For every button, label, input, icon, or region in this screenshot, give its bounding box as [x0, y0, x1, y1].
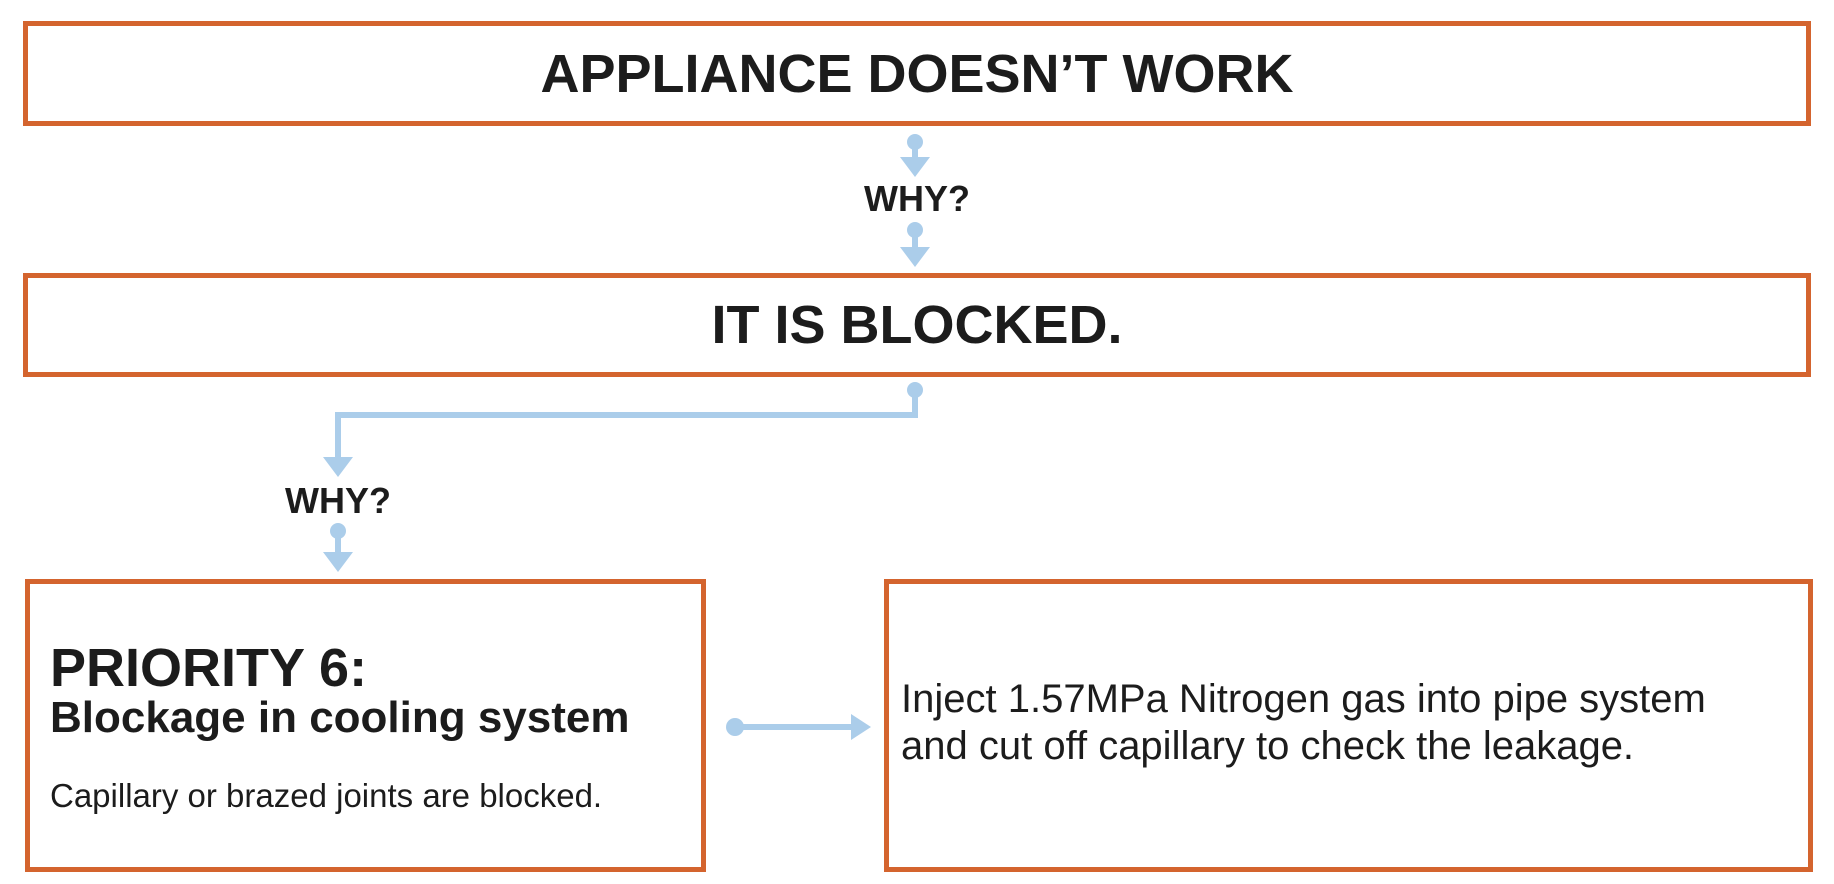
connector-dot-3 [330, 523, 346, 539]
connector-stem-2 [912, 233, 918, 249]
action-text-line-1: Inject 1.57MPa Nitrogen gas into pipe sy… [901, 676, 1706, 721]
action-box: Inject 1.57MPa Nitrogen gas into pipe sy… [884, 579, 1813, 872]
arrowhead-down-icon [900, 157, 930, 177]
cause-box-label: IT IS BLOCKED. [711, 295, 1123, 355]
priority-title: PRIORITY 6: [50, 638, 368, 698]
elbow-vertical-line [335, 412, 341, 458]
why-label-2: WHY? [285, 480, 391, 521]
problem-box-label: APPLIANCE DOESN’T WORK [540, 43, 1294, 104]
priority-note: Capillary or brazed joints are blocked. [50, 777, 603, 814]
elbow-stem [912, 392, 918, 418]
problem-box: APPLIANCE DOESN’T WORK [23, 21, 1811, 126]
cause-box: IT IS BLOCKED. [23, 273, 1811, 377]
elbow-dot [907, 382, 923, 398]
connector-dot-1 [907, 134, 923, 150]
connector-stem-3 [335, 534, 341, 554]
horizontal-connector-line [734, 724, 852, 730]
why-label-1: WHY? [864, 178, 970, 219]
connector-stem-1 [912, 145, 918, 159]
arrowhead-down-icon [900, 247, 930, 267]
arrowhead-down-icon [323, 457, 353, 477]
action-text-line-2: and cut off capillary to check the leaka… [901, 723, 1635, 768]
arrowhead-down-icon [323, 552, 353, 572]
priority-subtitle: Blockage in cooling system [50, 693, 630, 742]
connector-dot-2 [907, 222, 923, 238]
arrowhead-right-icon [851, 714, 871, 740]
elbow-horizontal-line [335, 412, 918, 418]
priority-box: PRIORITY 6: Blockage in cooling system C… [25, 579, 706, 872]
